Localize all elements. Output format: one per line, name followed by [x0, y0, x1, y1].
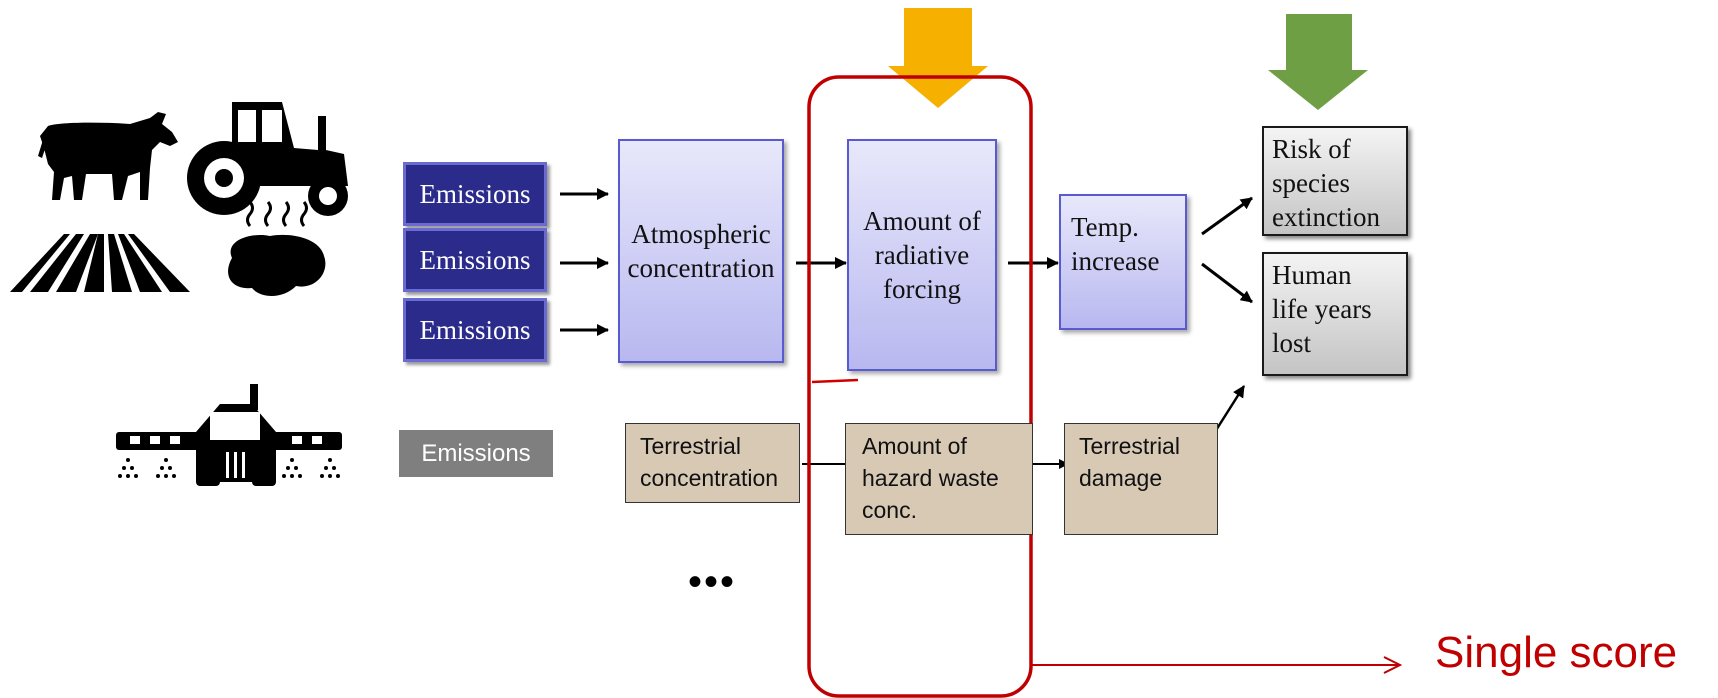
midpoint-marker [888, 8, 988, 108]
tractor-icon [187, 102, 348, 216]
atmospheric-concentration-label: Atmospheric concentration [627, 219, 775, 283]
emissions-box-3: Emissions [403, 298, 547, 362]
species-extinction-label: Risk of species extinction [1272, 134, 1380, 232]
arrow-temp-to-human [1201, 262, 1253, 304]
emissions-label: Emissions [419, 178, 531, 209]
emissions-label: Emissions [421, 439, 531, 467]
terrestrial-concentration-label: Terrestrial concentration [640, 433, 779, 491]
single-score-label: Single score [1435, 628, 1678, 677]
emissions-box-2: Emissions [403, 228, 547, 292]
arrow-temp-to-species [1201, 196, 1253, 236]
emissions-label: Emissions [419, 244, 531, 275]
terrestrial-damage-label: Terrestrial damage [1079, 433, 1180, 491]
radiative-forcing-box: Amount of radiative forcing [847, 139, 997, 371]
temp-increase-label: Temp. increase [1071, 212, 1160, 276]
terrestrial-concentration-box: Terrestrial concentration [625, 423, 800, 503]
temp-increase-box: Temp. increase [1059, 194, 1187, 330]
hazard-waste-box: Amount of hazard waste conc. [845, 423, 1033, 535]
human-life-years-box: Human life years lost [1262, 252, 1408, 376]
field-rows-icon [10, 234, 190, 292]
hazard-waste-label: Amount of hazard waste conc. [862, 433, 999, 523]
ellipsis: ••• [688, 560, 737, 604]
midpoint-highlight-frame [807, 75, 1033, 698]
red-tick-mark [811, 378, 859, 384]
emissions-box-1: Emissions [403, 162, 547, 226]
emission-arrows [560, 188, 609, 336]
manure-icon [228, 201, 326, 296]
species-extinction-box: Risk of species extinction [1262, 126, 1408, 236]
cow-icon [38, 112, 178, 200]
radiative-forcing-label: Amount of radiative forcing [863, 206, 981, 304]
crop-sprayer-icon [116, 384, 342, 486]
atmospheric-concentration-box: Atmospheric concentration [618, 139, 784, 363]
terrestrial-damage-box: Terrestrial damage [1064, 423, 1218, 535]
emissions-box-pesticide: Emissions [399, 430, 553, 477]
endpoint-marker [1268, 14, 1368, 110]
human-life-years-label: Human life years lost [1272, 260, 1372, 358]
emissions-label: Emissions [419, 314, 531, 345]
